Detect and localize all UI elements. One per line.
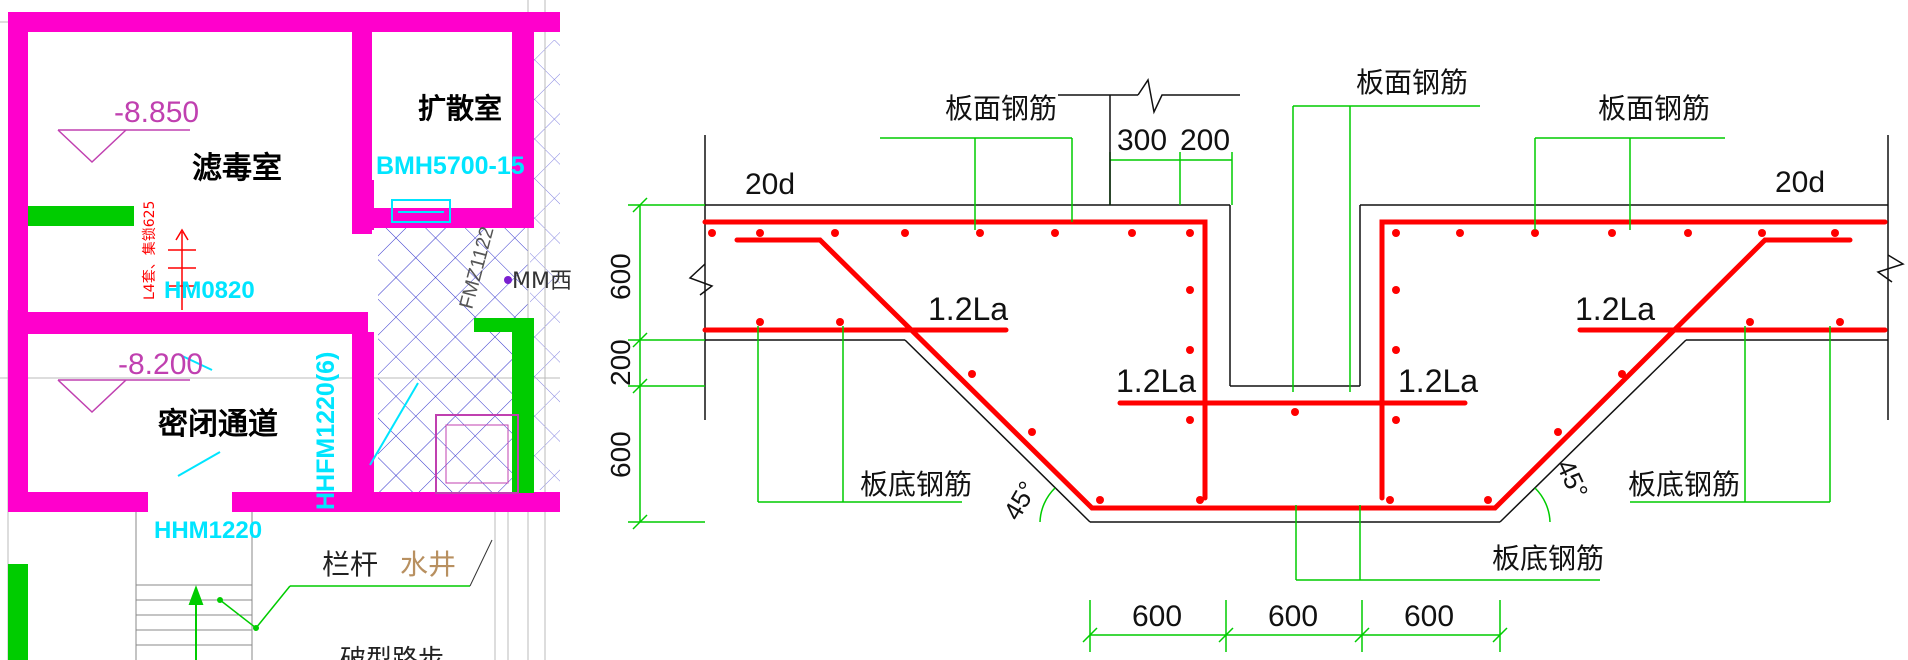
rebar-detail: 板面钢筋 板面钢筋 板面钢筋 20d 20d 300 200 1.2La 1.2… xyxy=(605,66,1905,652)
vent-symbol xyxy=(391,199,451,223)
door-code-hhm1220: HHM1220 xyxy=(154,517,262,544)
top-dimension xyxy=(1109,152,1233,205)
equipment-box xyxy=(435,414,519,494)
equipment-box-inner xyxy=(445,424,509,484)
side-label: MM西 xyxy=(512,269,572,294)
top-dimension-black xyxy=(1058,78,1240,205)
elevation-marker-2 xyxy=(57,379,190,414)
top-rebar-left-label: 板面钢筋 xyxy=(945,92,1057,125)
angle-left-label: 45° xyxy=(997,476,1043,525)
dim-200-top: 200 xyxy=(1180,124,1230,157)
elevation-marker-1 xyxy=(57,129,190,164)
top-rebar-center-label: 板面钢筋 xyxy=(1356,66,1468,99)
dim-bottom-2: 600 xyxy=(1268,600,1318,633)
railing-leader xyxy=(469,539,493,587)
top-rebar-right-label: 板面钢筋 xyxy=(1598,92,1710,125)
dim-300: 300 xyxy=(1117,124,1167,157)
angle-right-label: 45° xyxy=(1551,455,1595,503)
leader-lines xyxy=(219,585,470,629)
walls xyxy=(8,12,560,512)
room-filter-room: 滤毒室 xyxy=(192,151,282,186)
bottom-rebar-center-label: 板底钢筋 xyxy=(1492,542,1604,575)
rebar-dots xyxy=(708,229,1844,504)
vertical-dimensions xyxy=(628,197,705,530)
bottom-label: 破型路步 xyxy=(340,645,444,660)
stair-arrow xyxy=(188,585,204,660)
dim-bottom-3: 600 xyxy=(1404,600,1454,633)
lap-left-label: 1.2La xyxy=(928,291,1008,327)
stair-note: L4套、集锁625 xyxy=(141,201,158,300)
dim-v-600-top: 600 xyxy=(605,253,636,300)
elevation-filter-room: -8.850 xyxy=(114,96,199,129)
bottom-dimensions xyxy=(1082,600,1508,652)
concrete-outline xyxy=(688,135,1905,523)
leader-dot-2 xyxy=(253,625,259,631)
dim-v-200: 200 xyxy=(605,339,636,386)
anchor-left-label: 20d xyxy=(745,168,795,201)
door-code-bmh5700: BMH5700-15 xyxy=(376,152,525,180)
purple-dot xyxy=(504,276,512,284)
lap-inner-left-label: 1.2La xyxy=(1116,363,1196,399)
bottom-rebar-left-label: 板底钢筋 xyxy=(860,468,972,501)
door-code-hhfm1220: HHFM1220(6) xyxy=(312,352,340,510)
rebar-leaders xyxy=(757,105,1831,581)
hatched-area xyxy=(378,228,528,493)
lap-inner-right-label: 1.2La xyxy=(1398,363,1478,399)
room-airtight-passage: 密闭通道 xyxy=(158,407,278,442)
elevation-airtight-passage: -8.200 xyxy=(118,348,203,381)
rebars xyxy=(702,219,1888,511)
anchor-right-label: 20d xyxy=(1775,166,1825,199)
well-label: 水井 xyxy=(400,548,456,581)
railing-label: 栏杆 xyxy=(322,548,378,581)
door-symbols xyxy=(177,353,419,477)
red-stair-symbol xyxy=(168,228,196,310)
dim-bottom-1: 600 xyxy=(1132,600,1182,633)
floor-plan: -8.850 -8.200 滤毒室 扩散室 密闭通道 HM0820 BMH570… xyxy=(0,0,572,660)
door-code-hm0820: HM0820 xyxy=(164,277,255,304)
angle-arcs xyxy=(1039,487,1551,523)
room-diffusion-room: 扩散室 xyxy=(418,92,502,125)
leader-dot xyxy=(217,597,223,603)
lap-right-label: 1.2La xyxy=(1575,291,1655,327)
bottom-rebar-right-label: 板底钢筋 xyxy=(1628,468,1740,501)
dim-v-600-bottom: 600 xyxy=(605,431,636,478)
